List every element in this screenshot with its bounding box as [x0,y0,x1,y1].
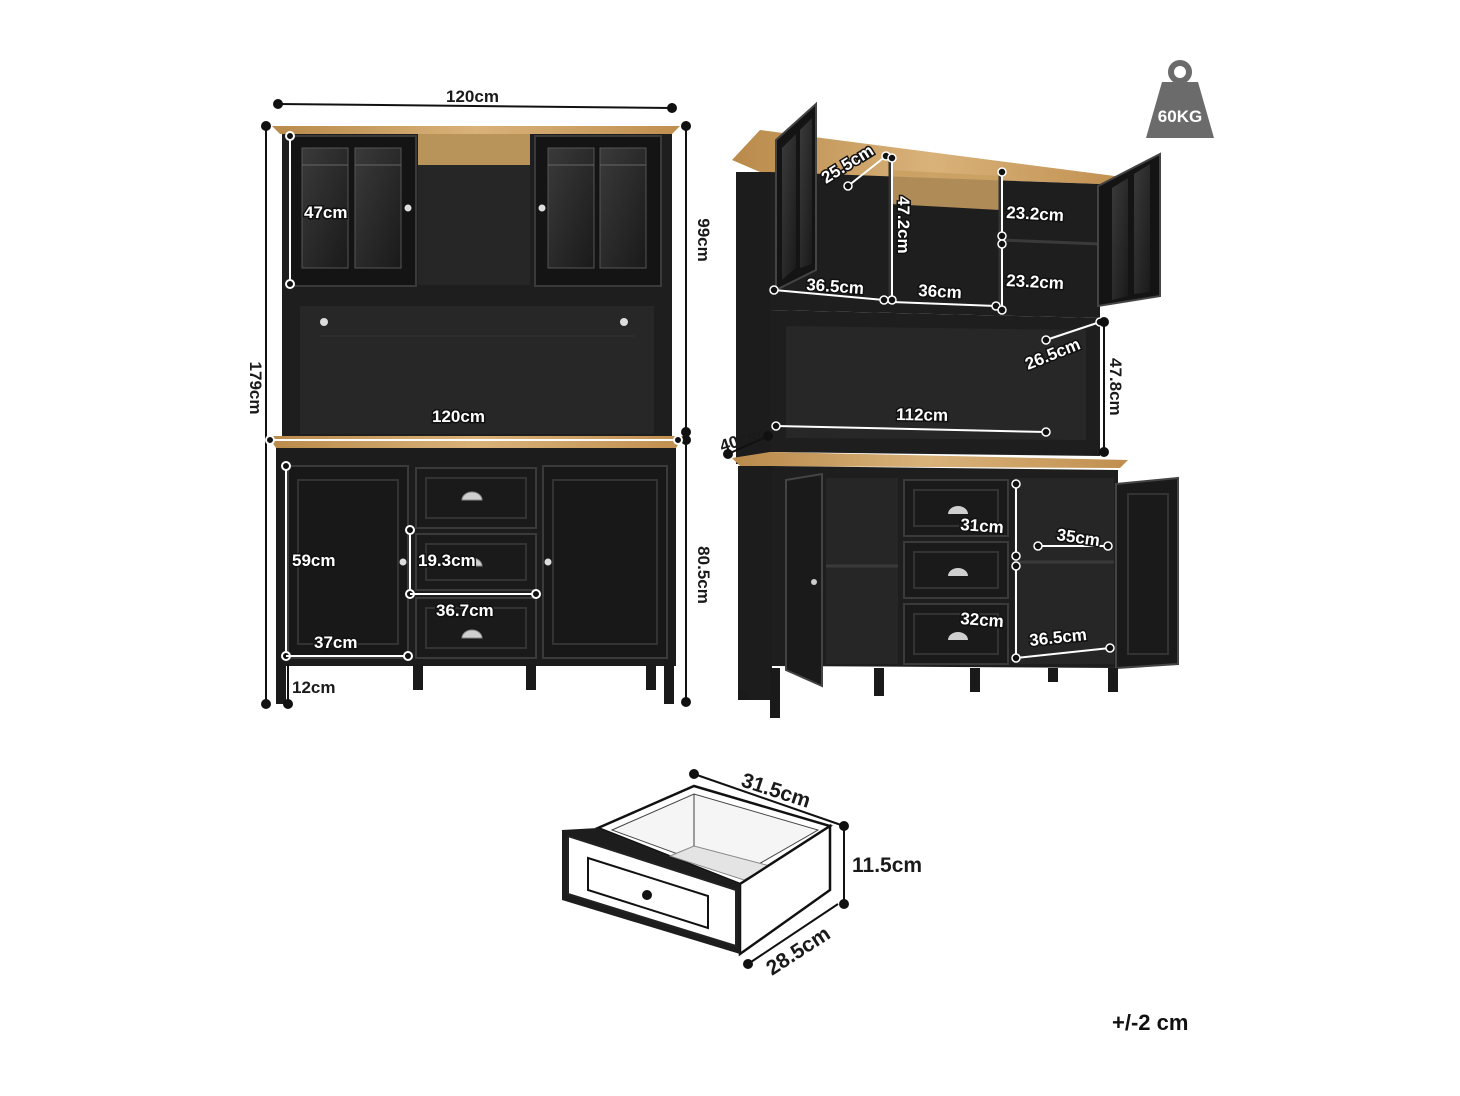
front-left-door [287,465,409,659]
front-right-door [542,465,668,659]
side-dimension-lines [773,155,1111,659]
drawer-dimension-lines [689,769,849,969]
side-hutch-width-label: 112cm [896,405,948,425]
front-upper-height-label: 99cm [694,218,713,261]
front-view-cabinet [268,126,684,704]
front-door-width-label: 37cm [314,633,357,652]
front-drawers [415,467,537,659]
side-upper-left-width-label: 36.5cm [806,275,865,298]
side-hutch-height-label: 47.8cm [1106,358,1125,416]
front-total-height-label: 179cm [246,362,265,415]
front-drawer-width-label: 36.7cm [436,601,494,620]
front-total-width-label: 120cm [446,87,499,106]
side-upper-inner-height-label: 47.2cm [894,196,913,254]
side-upper-right-bottom-height-label: 23.2cm [1006,271,1065,293]
front-lower-height-label: 80.5cm [694,546,713,604]
front-drawer-height-label: 19.3cm [418,551,476,570]
side-top-cap [732,130,1130,184]
side-view-cabinet [732,101,1179,718]
drawer-height-label: 11.5cm [852,854,922,877]
weight-icon [1146,60,1214,138]
front-counter-top [268,436,684,448]
front-dimension-lines [261,99,691,709]
drawer-illustration [562,784,833,957]
weight-badge: 60KG [1146,60,1214,138]
weight-badge-label: 60KG [1158,107,1202,126]
front-leg-height-label: 12cm [292,678,335,697]
front-door-height-label: 59cm [292,551,335,570]
side-drawer-depth-label: 31cm [960,515,1005,537]
side-upper-right-top-height-label: 23.2cm [1006,203,1065,225]
side-counter-top [732,452,1128,468]
side-drawer-inner-width-label: 32cm [960,609,1005,631]
side-drawers [903,479,1009,665]
front-shelf-width-label: 120cm [432,407,485,426]
side-open-lower-right-door [1115,476,1179,670]
tolerance-note: +/-2 cm [1112,1010,1189,1035]
front-glass-door-height-label: 47cm [304,203,347,222]
side-upper-mid-width-label: 36cm [918,281,962,302]
side-open-lower-left-door [785,472,823,688]
front-top-cap [272,126,680,134]
